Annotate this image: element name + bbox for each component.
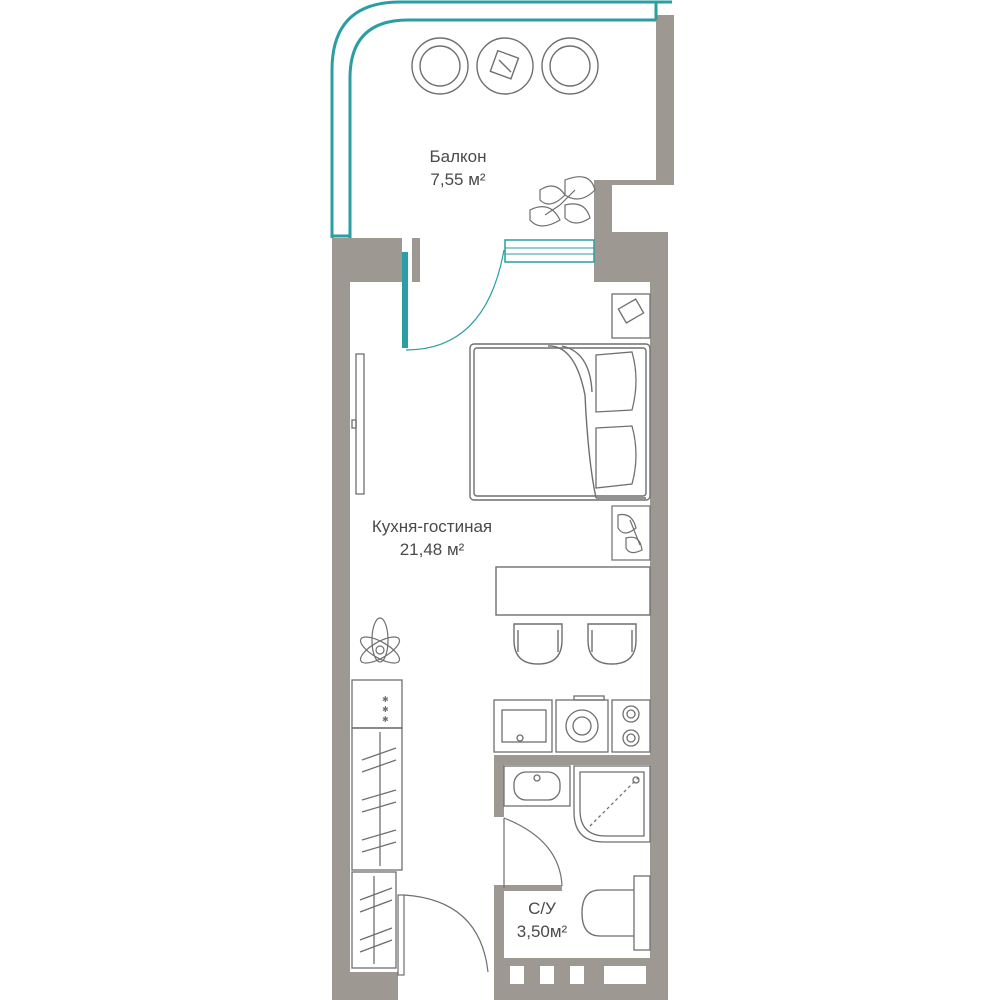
washing-machine-icon (555, 695, 609, 753)
room-name: Балкон (429, 147, 487, 166)
dining-table-icon (495, 566, 651, 616)
stove-icon: ✱ ✱ ✱ (351, 679, 403, 729)
toilet-icon (581, 875, 651, 951)
room-label-living: Кухня-гостиная 21,48 м² (352, 516, 512, 562)
balcony-glazing (330, 0, 672, 238)
mirror-icon (351, 353, 365, 495)
door-icon[interactable] (397, 894, 489, 976)
chair-icon (587, 623, 637, 665)
coffee-table-icon (476, 37, 534, 95)
svg-text:✱: ✱ (382, 715, 389, 724)
room-area: 3,50м² (516, 921, 568, 941)
wardrobe-icon (351, 871, 397, 969)
room-label-bath: С/У 3,50м² (500, 898, 584, 944)
svg-text:✱: ✱ (382, 695, 389, 704)
nightstand-icon (611, 293, 651, 339)
room-name: Кухня-гостиная (371, 517, 493, 536)
room-area: 7,55 м² (430, 169, 486, 189)
balcony-door-icon[interactable] (402, 249, 505, 351)
room-label-balcony: Балкон 7,55 м² (408, 146, 508, 192)
door-icon[interactable] (503, 817, 563, 888)
bed-icon (469, 343, 651, 501)
chair-icon (513, 623, 563, 665)
vent-openings (510, 966, 646, 984)
shower-icon (573, 765, 651, 843)
plant-icon (611, 505, 651, 561)
plant-icon (529, 176, 596, 227)
armchair-icon (541, 37, 599, 95)
pillow-icon (595, 351, 637, 489)
room-area: 21,48 м² (399, 539, 465, 559)
sink-icon (493, 699, 553, 753)
room-name: С/У (528, 899, 556, 918)
armchair-icon (411, 37, 469, 95)
window-icon (504, 239, 595, 263)
wardrobe-icon (351, 727, 403, 871)
washbasin-icon (503, 765, 571, 807)
plant-icon (359, 617, 401, 664)
svg-text:✱: ✱ (382, 705, 389, 714)
stove-icon (611, 699, 651, 753)
